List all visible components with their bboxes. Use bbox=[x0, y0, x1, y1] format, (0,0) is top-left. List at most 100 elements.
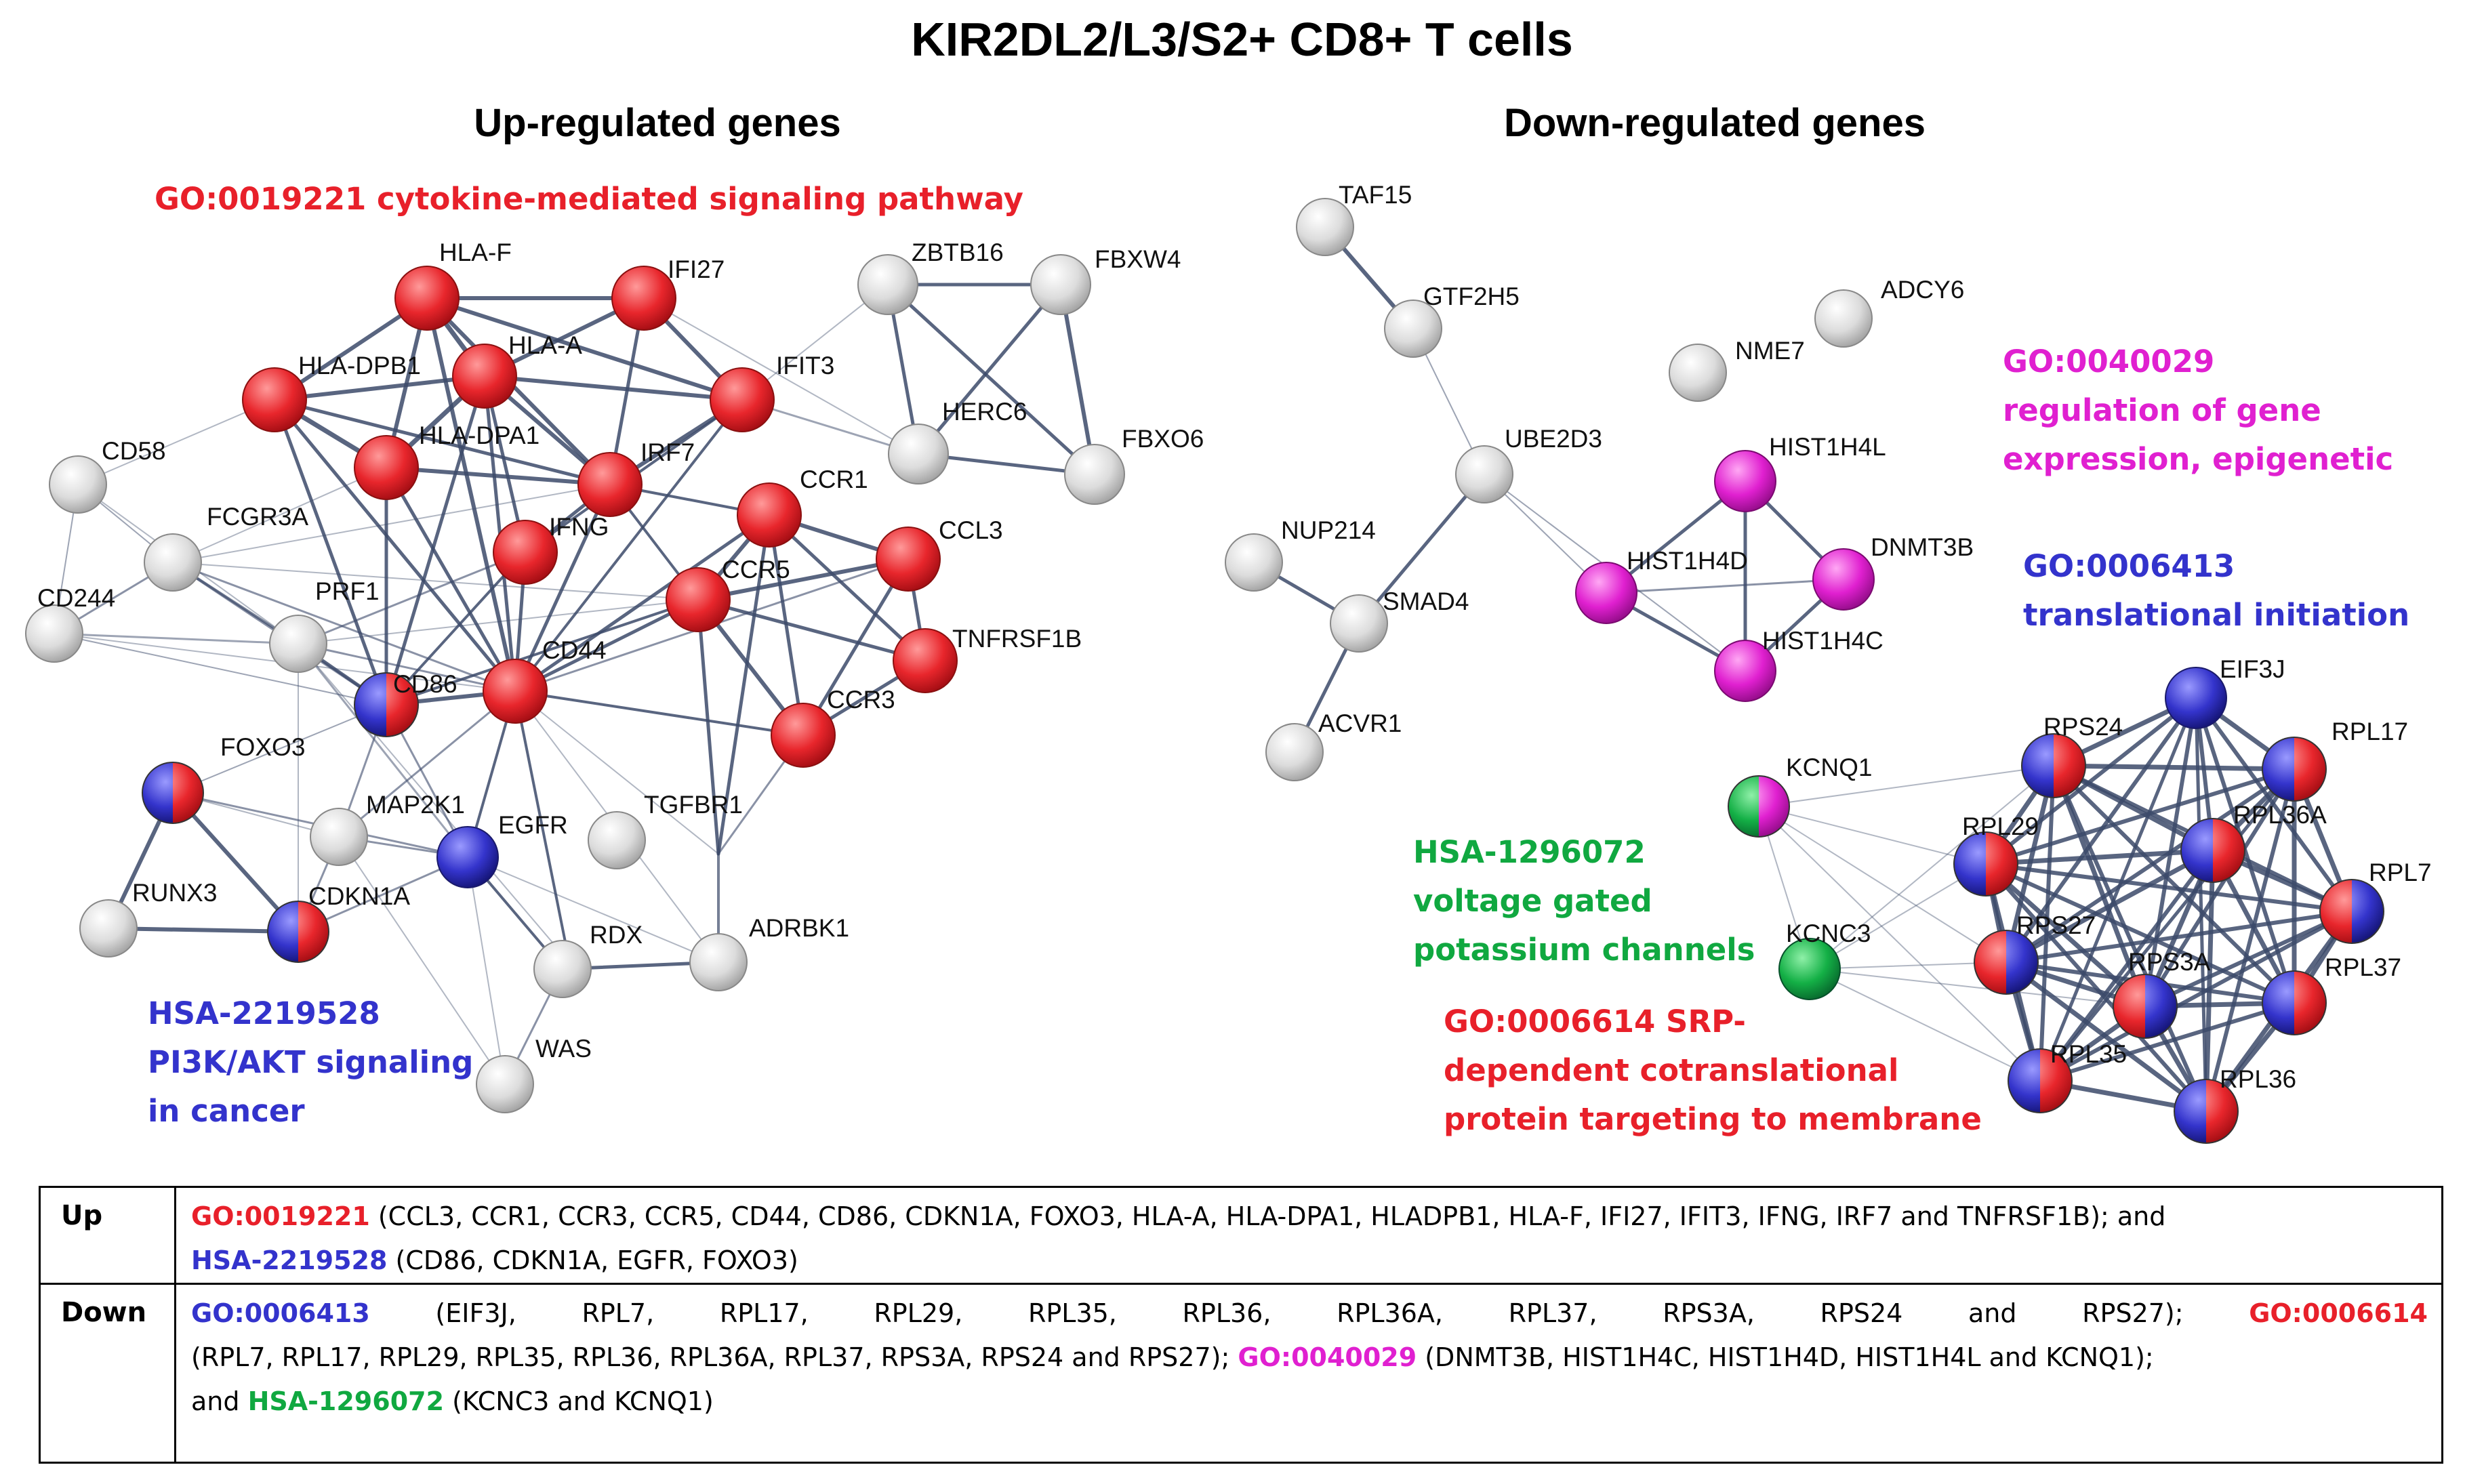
node-label: RUNX3 bbox=[132, 879, 217, 907]
up-panel-title: Up-regulated genes bbox=[474, 101, 841, 145]
term-go-0006413: GO:0006413 bbox=[191, 1298, 370, 1328]
node-ccr3: CCR3 bbox=[771, 686, 895, 768]
node-herc6: HERC6 bbox=[888, 398, 1027, 485]
table-line: (RPL7, RPL17, RPL29, RPL35, RPL36, RPL36… bbox=[191, 1336, 2428, 1380]
node-label: RPL7 bbox=[2369, 859, 2432, 886]
gene-list: (RPL7, RPL17, RPL29, RPL35, RPL36, RPL36… bbox=[191, 1342, 1238, 1372]
node-kcnq1: KCNQ1 bbox=[1728, 754, 1872, 838]
node-hla-dpa1: HLA-DPA1 bbox=[354, 421, 539, 500]
node-label: NME7 bbox=[1735, 337, 1805, 365]
node-label: EGFR bbox=[498, 811, 568, 839]
node-ifi27: IFI27 bbox=[611, 255, 725, 331]
node-label: RPL17 bbox=[2332, 718, 2408, 745]
node-label: CCL3 bbox=[939, 516, 1003, 544]
annotation-line: in cancer bbox=[148, 1093, 305, 1129]
gene-word: RPL36A, bbox=[1337, 1298, 1443, 1328]
node-label: CCR1 bbox=[800, 466, 868, 493]
row-content-down: GO:0006413 (EIF3J, RPL7, RPL17, RPL29, R… bbox=[191, 1285, 2428, 1424]
node-label: ZBTB16 bbox=[912, 239, 1004, 266]
node-label: SMAD4 bbox=[1383, 588, 1469, 615]
annotation-line: potassium channels bbox=[1413, 932, 1755, 968]
node-cd244: CD244 bbox=[25, 584, 115, 663]
annotation-go-0006413: GO:0006413 translational initiation bbox=[2023, 542, 2409, 640]
node-rpl35: RPL35 bbox=[2008, 1040, 2127, 1113]
node-gtf2h5: GTF2H5 bbox=[1384, 283, 1520, 358]
annotation-line: translational initiation bbox=[2023, 597, 2410, 633]
node-cd86: CD86 bbox=[354, 670, 457, 737]
gene-list: (DNMT3B, HIST1H4C, HIST1H4D, HIST1H4L an… bbox=[1417, 1342, 2154, 1372]
node-label: IRF7 bbox=[640, 438, 695, 466]
node-map2k1: MAP2K1 bbox=[310, 791, 465, 866]
node-label: PRF1 bbox=[315, 577, 380, 605]
node-rpl36a: RPL36A bbox=[2180, 801, 2327, 883]
node-label: TNFRSF1B bbox=[952, 625, 1082, 653]
node-label: CCR5 bbox=[722, 556, 790, 583]
node-label: HLA-A bbox=[508, 331, 582, 359]
node-label: EIF3J bbox=[2220, 655, 2285, 683]
table-line: and HSA-1296072 (KCNC3 and KCNQ1) bbox=[191, 1380, 2428, 1424]
node-fcgr3a: FCGR3A bbox=[144, 503, 308, 592]
node-label: MAP2K1 bbox=[366, 791, 465, 819]
annotation-line: HSA-2219528 bbox=[148, 995, 380, 1031]
node-egfr: EGFR bbox=[436, 811, 568, 888]
gene-word: RPS3A, bbox=[1663, 1298, 1755, 1328]
node-label: DNMT3B bbox=[1871, 533, 1974, 561]
node-label: RDX bbox=[590, 921, 643, 949]
gene-list: (CD86, CDKN1A, EGFR, FOXO3) bbox=[387, 1245, 798, 1275]
node-label: KCNC3 bbox=[1786, 920, 1871, 947]
node-rps27: RPS27 bbox=[1974, 911, 2096, 995]
node-label: IFNG bbox=[549, 513, 609, 541]
node-label: FBXW4 bbox=[1095, 245, 1181, 273]
node-label: HIST1H4C bbox=[1762, 627, 1884, 655]
term-go-0006614: GO:0006614 bbox=[2249, 1298, 2428, 1328]
gene-word: RPS27); bbox=[2082, 1298, 2184, 1328]
node-label: CCR3 bbox=[827, 686, 895, 714]
node-rpl36: RPL36 bbox=[2174, 1065, 2296, 1144]
node-foxo3: FOXO3 bbox=[142, 733, 305, 824]
node-label: RPS27 bbox=[2016, 911, 2096, 939]
node-label: CD44 bbox=[542, 636, 607, 664]
annotation-line: voltage gated bbox=[1413, 883, 1652, 919]
node-label: FCGR3A bbox=[207, 503, 308, 531]
node-label: RPS24 bbox=[2043, 713, 2123, 741]
node-label: RPL36A bbox=[2233, 801, 2327, 829]
node-label: ACVR1 bbox=[1318, 709, 1402, 737]
node-rpl7: RPL7 bbox=[2319, 859, 2432, 944]
gene-list: (KCNC3 and KCNQ1) bbox=[444, 1386, 714, 1416]
gene-list: (CCL3, CCR1, CCR3, CCR5, CD44, CD86, CDK… bbox=[369, 1201, 2166, 1231]
node-irf7: IRF7 bbox=[577, 438, 695, 517]
gene-word: RPL17, bbox=[719, 1298, 809, 1328]
node-smad4: SMAD4 bbox=[1330, 588, 1469, 653]
node-ccr5: CCR5 bbox=[666, 556, 790, 632]
gene-word: RPL29, bbox=[874, 1298, 963, 1328]
node-label: HERC6 bbox=[942, 398, 1027, 426]
annotation-hsa-2219528: HSA-2219528 PI3K/AKT signaling in cancer bbox=[148, 989, 473, 1136]
term-hsa-1296072: HSA-1296072 bbox=[247, 1386, 445, 1416]
node-eif3j: EIF3J bbox=[2165, 655, 2285, 729]
node-rpl37: RPL37 bbox=[2262, 953, 2401, 1035]
gene-word: RPL36, bbox=[1182, 1298, 1271, 1328]
node-dnmt3b: DNMT3B bbox=[1812, 533, 1974, 611]
node-nup214: NUP214 bbox=[1225, 516, 1376, 592]
annotation-hsa-1296072: HSA-1296072 voltage gated potassium chan… bbox=[1413, 828, 1755, 974]
node-hist1h4d: HIST1H4D bbox=[1575, 547, 1748, 624]
node-nme7: NME7 bbox=[1669, 337, 1805, 402]
node-adcy6: ADCY6 bbox=[1814, 276, 1964, 348]
node-label: ADRBK1 bbox=[749, 914, 849, 942]
annotation-line: protein targeting to membrane bbox=[1444, 1101, 1982, 1137]
node-acvr1: ACVR1 bbox=[1265, 709, 1402, 781]
node-hist1h4c: HIST1H4C bbox=[1714, 627, 1884, 702]
node-label: IFIT3 bbox=[776, 352, 834, 379]
node-fbxo6: FBXO6 bbox=[1064, 425, 1204, 505]
annotation-line: PI3K/AKT signaling bbox=[148, 1044, 474, 1080]
node-ccr1: CCR1 bbox=[737, 466, 868, 548]
node-label: TGFBR1 bbox=[644, 791, 743, 819]
node-label: RPL37 bbox=[2325, 953, 2401, 981]
node-rdx: RDX bbox=[533, 921, 643, 998]
node-adrbk1: ADRBK1 bbox=[689, 914, 849, 991]
node-rpl29: RPL29 bbox=[1953, 812, 2039, 896]
node-label: NUP214 bbox=[1281, 516, 1376, 544]
table-row-up: Up GO:0019221 (CCL3, CCR1, CCR3, CCR5, C… bbox=[41, 1188, 2441, 1285]
annotation-line: regulation of gene bbox=[2003, 392, 2321, 428]
enrichment-table: Up GO:0019221 (CCL3, CCR1, CCR3, CCR5, C… bbox=[39, 1186, 2443, 1464]
